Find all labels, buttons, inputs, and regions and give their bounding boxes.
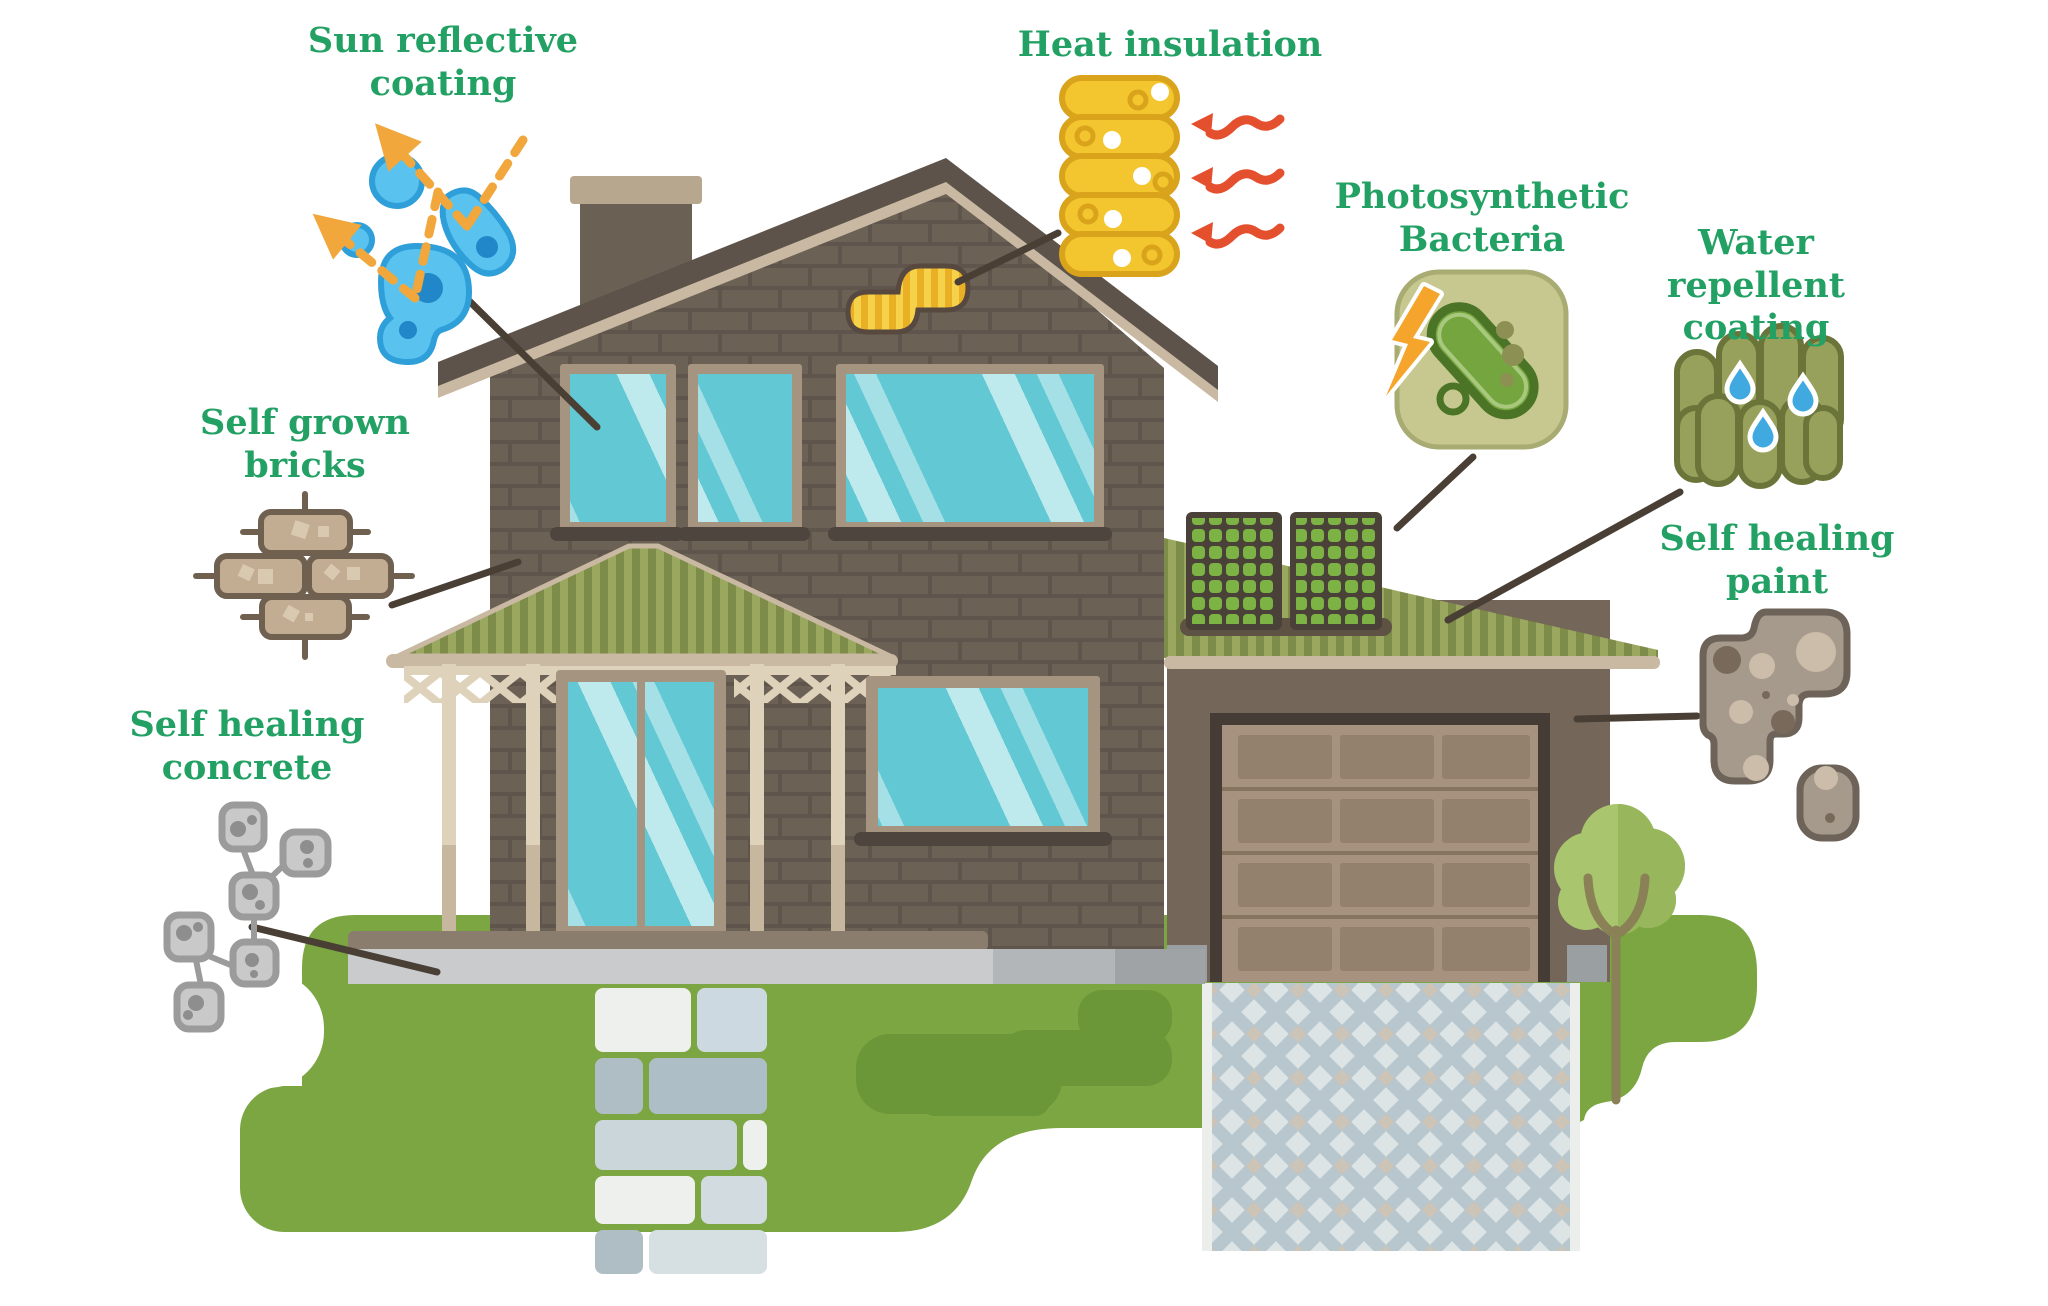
grass-lobe xyxy=(240,1086,376,1232)
water-drop-icon xyxy=(1724,359,1819,453)
porch-deck xyxy=(348,931,988,951)
concrete-slab xyxy=(348,949,993,984)
garage-door xyxy=(1210,713,1550,982)
connector-water-repellent xyxy=(1444,488,1684,624)
photosynthetic-bacteria-icon xyxy=(1382,269,1569,450)
connector-bacteria xyxy=(1393,453,1477,532)
window-sill xyxy=(678,527,810,541)
sun-reflective-coating-icon xyxy=(312,123,528,366)
water-repellent-coating-icon xyxy=(1674,323,1844,489)
self-healing-paint-icon xyxy=(1699,608,1860,842)
window-glass xyxy=(698,374,792,522)
window-glass xyxy=(878,688,1088,826)
self-healing-concrete-icon xyxy=(163,801,332,1033)
garage-door-rails xyxy=(1222,787,1538,919)
roof-insulation-patch xyxy=(845,263,971,335)
garage xyxy=(1164,512,1660,1251)
heat-arrows xyxy=(1191,113,1285,249)
connector-heat-insulation xyxy=(954,229,1062,286)
connector-self-grown-bricks xyxy=(388,558,522,609)
window-glass xyxy=(846,374,1094,522)
lightning-icon xyxy=(1382,282,1444,400)
step xyxy=(1115,949,1205,984)
connector-sun-reflective xyxy=(446,278,601,431)
tree xyxy=(1554,804,1685,1105)
connector-lines xyxy=(248,229,1701,976)
label-self-healing-concrete: Self healing concrete xyxy=(129,704,365,788)
french-door xyxy=(556,670,726,938)
grass-dark-patch xyxy=(856,990,1172,1116)
first-floor-window xyxy=(854,676,1112,846)
chimney-cap xyxy=(570,176,702,204)
porch xyxy=(348,543,1205,984)
solar-panel-cells xyxy=(1192,518,1276,624)
connector-self-healing-concrete xyxy=(248,923,441,976)
window-glass xyxy=(570,374,666,522)
window-sill xyxy=(854,832,1112,846)
label-water-repellent-coating: Water repellent coating xyxy=(1667,222,1845,349)
step xyxy=(993,949,1115,984)
porch-fascia xyxy=(386,654,898,668)
window-sill xyxy=(828,527,1112,541)
upper-windows xyxy=(550,364,1112,541)
window-sill xyxy=(550,527,684,541)
tree-trunk xyxy=(1583,873,1650,1105)
connector-self-healing-paint xyxy=(1573,712,1701,723)
self-grown-bricks-icon xyxy=(193,491,415,660)
garage-corner-block xyxy=(1567,945,1607,982)
lattice-foundation xyxy=(1202,983,1580,1251)
label-photosynthetic-bacteria: Photosynthetic Bacteria xyxy=(1334,176,1630,260)
garage-roof-fascia xyxy=(1164,656,1660,669)
porch-posts xyxy=(442,664,845,948)
label-sun-reflective-coating: Sun reflective coating xyxy=(307,20,579,104)
solar-panel-cells xyxy=(1296,518,1376,624)
door-glass xyxy=(568,682,637,926)
lattice-panel xyxy=(1212,983,1570,1251)
door-glass xyxy=(645,682,714,926)
solar-panels xyxy=(1180,512,1392,636)
foundation-bricks xyxy=(595,988,767,1274)
label-self-healing-paint: Self healing paint xyxy=(1659,518,1895,602)
heat-insulation-icon xyxy=(1059,75,1285,277)
sun-ray-arrows xyxy=(312,123,528,303)
label-heat-insulation: Heat insulation xyxy=(1017,24,1323,65)
garage-door-panels xyxy=(1238,735,1530,971)
label-self-grown-bricks: Self grown bricks xyxy=(200,402,410,486)
porch-bracket xyxy=(404,673,566,703)
